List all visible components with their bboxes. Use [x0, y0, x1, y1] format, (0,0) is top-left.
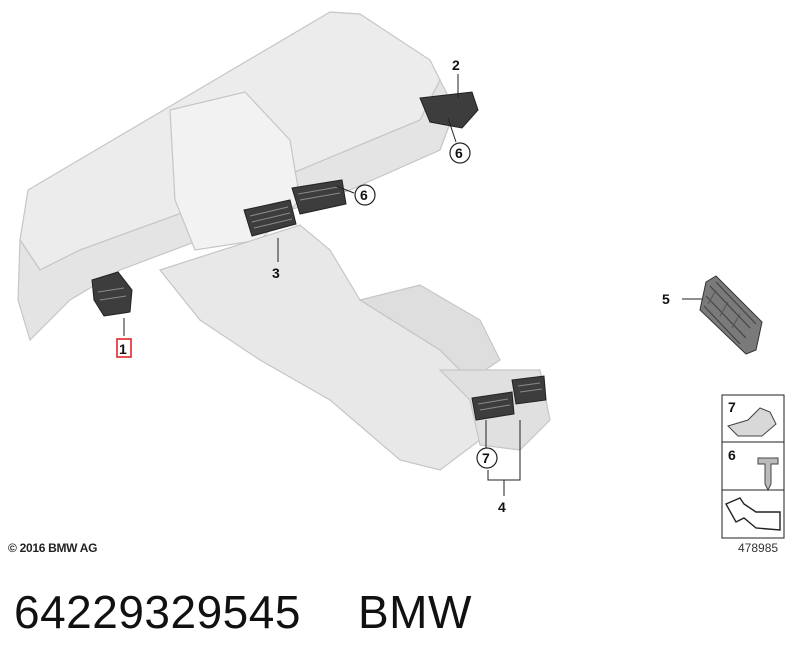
arrow-icon	[725, 497, 781, 531]
callout-7-circle	[476, 447, 498, 469]
parts-legend	[721, 394, 785, 539]
legend-item-7: 7	[728, 399, 736, 415]
brand-name: BMW	[358, 586, 472, 638]
armrest	[358, 284, 501, 381]
callout-4: 4	[498, 499, 506, 515]
diagram-id: 478985	[738, 541, 779, 555]
copyright-notice: © 2016 BMW AG	[8, 541, 98, 555]
vent-louvers	[97, 186, 543, 411]
vent-right-outer	[419, 91, 479, 129]
part-number: 64229329545	[14, 586, 301, 638]
vent-left-outer	[91, 271, 133, 317]
grille-part-5	[699, 275, 763, 355]
screw-icon	[757, 457, 779, 492]
callout-6-circle-top	[449, 142, 471, 164]
legend-item-6: 6	[728, 447, 736, 463]
callout-7: 7	[482, 450, 490, 466]
callout-6-top: 6	[455, 145, 463, 161]
callout-6-center: 6	[360, 187, 368, 203]
dashboard-illustration	[17, 11, 551, 471]
callout-2: 2	[452, 57, 460, 73]
callout-5: 5	[662, 291, 670, 307]
vent-rear-left	[471, 391, 515, 421]
callout-3: 3	[272, 265, 280, 281]
center-console	[158, 224, 481, 471]
vent-rear-right	[511, 375, 547, 405]
leader-lines	[123, 74, 706, 496]
callout-6-circle-center	[354, 184, 376, 206]
callout-1: 1	[119, 341, 127, 357]
callout-1-highlight-box	[116, 338, 132, 358]
clip-nut-icon	[727, 407, 777, 437]
